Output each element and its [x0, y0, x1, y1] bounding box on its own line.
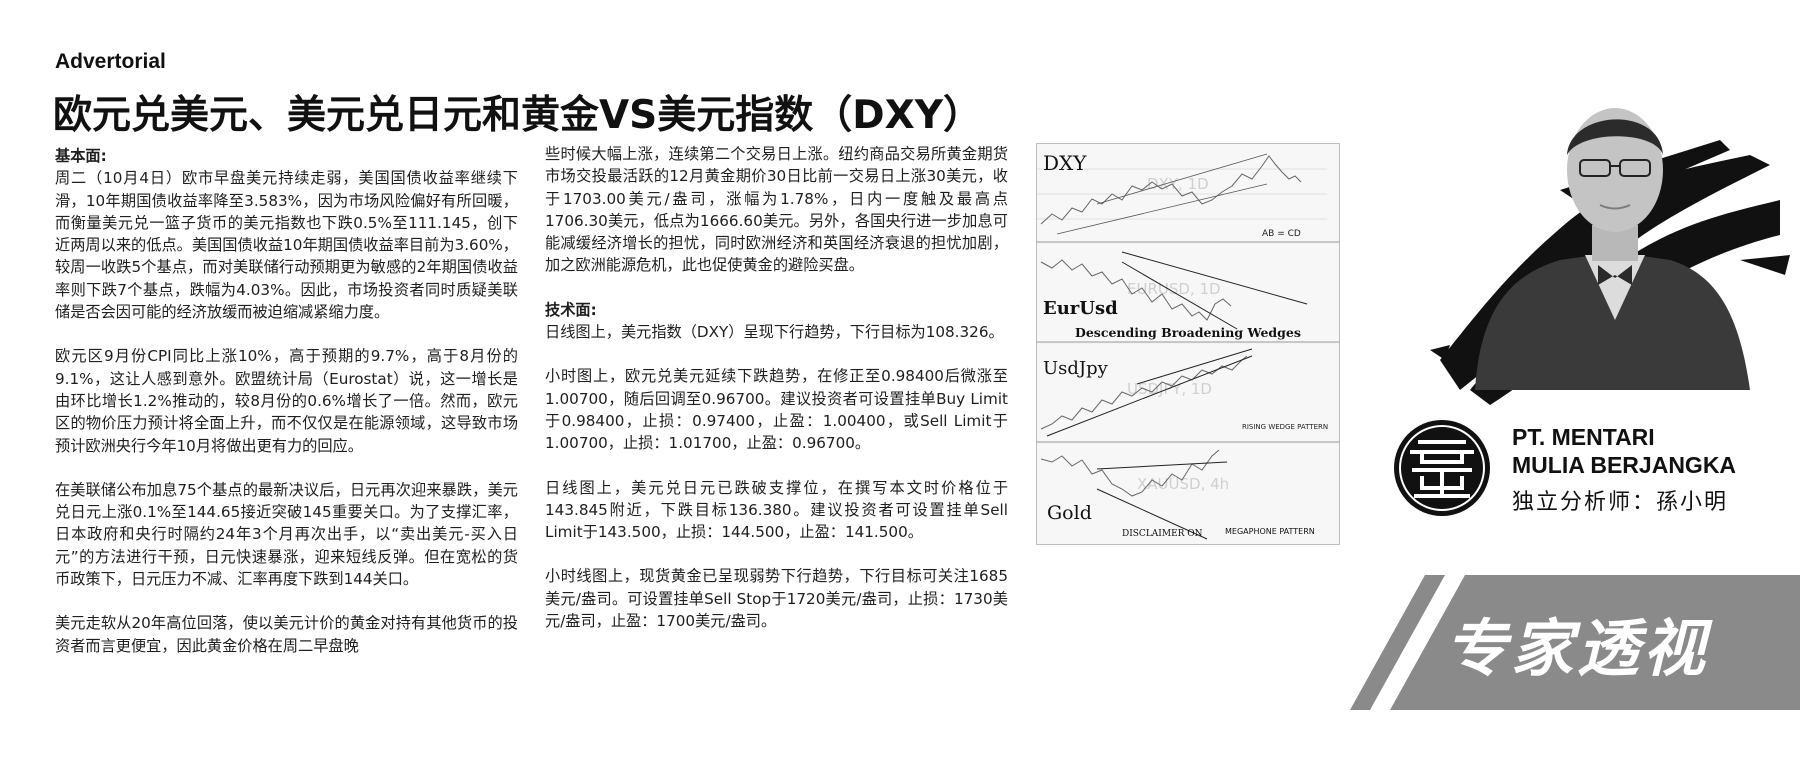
section-heading-fundamentals: 基本面:	[55, 147, 107, 165]
chart-note: AB = CD	[1262, 229, 1301, 239]
company-logo	[1392, 418, 1492, 518]
paragraph: 小时图上，欧元兑美元延续下跌趋势，在修正至0.98400后微涨至1.00700，…	[545, 367, 1008, 453]
shou-symbol-icon	[1394, 420, 1490, 516]
expert-banner-title: 专家透视	[1445, 612, 1710, 685]
paragraph: 欧元区9月份CPI同比上涨10%，高于预期的9.7%，高于8月份的9.1%，这让…	[55, 347, 518, 455]
analyst-byline: 独立分析师：孫小明	[1512, 490, 1729, 515]
advertorial-label: Advertorial	[55, 50, 166, 73]
paragraph: 些时候大幅上涨，连续第二个交易日上涨。纽约商品交易所黄金期货市场交投最活跃的12…	[545, 145, 1008, 275]
company-name-line1: PT. MENTARI	[1512, 424, 1655, 450]
chart-strip-graphic: DXY, 1D DXY AB = CD EURUSD, 1D EurUsd De…	[1037, 144, 1339, 544]
expert-banner-graphic	[1350, 575, 1800, 710]
page-title: 欧元兑美元、美元兑日元和黄金VS美元指数（DXY）	[53, 93, 982, 138]
chart-label-dxy: DXY	[1043, 151, 1087, 175]
chart-label-usdjpy: UsdJpy	[1043, 358, 1109, 379]
chart-label-gold: Gold	[1047, 502, 1092, 524]
chart-panel-gold: XAUUSD, 4h Gold DISCLAIMER ON MEGAPHONE …	[1037, 444, 1339, 544]
person-silhouette	[1475, 108, 1750, 390]
company-name: PT. MENTARI MULIA BERJANGKA	[1512, 423, 1736, 479]
chart-panel-eurusd: EURUSD, 1D EurUsd Descending Broadening …	[1037, 244, 1339, 343]
portrait-graphic	[1430, 108, 1790, 405]
paragraph: 小时线图上，现货黄金已呈现弱势下行趋势，下行目标可关注1685美元/盎司。可设置…	[545, 567, 1008, 631]
chart-note: MEGAPHONE PATTERN	[1225, 527, 1315, 536]
article-column-1: 基本面: 周二（10月4日）欧市早盘美元持续走弱，美国国债收益率继续下滑，10年…	[55, 145, 518, 679]
paragraph: 美元走软从20年高位回落，使以美元计价的黄金对持有其他货币的投资者而言更便宜，因…	[55, 614, 518, 655]
chart-watermark: XAUUSD, 4h	[1137, 475, 1229, 493]
paragraph: 在美联储公布加息75个基点的最新决议后，日元再次迎来暴跌，美元兑日元上涨0.1%…	[55, 480, 518, 589]
chart-panel-usdjpy: USDJPY, 1D UsdJpy RISING WEDGE PATTERN	[1037, 344, 1339, 443]
chart-disclaimer: DISCLAIMER ON	[1122, 529, 1203, 539]
chart-note: RISING WEDGE PATTERN	[1242, 423, 1328, 431]
section-heading-technical: 技术面:	[545, 300, 597, 319]
chart-note: Descending Broadening Wedges	[1075, 325, 1301, 340]
chart-watermark: EURUSD, 1D	[1127, 280, 1221, 298]
chart-panel-dxy: DXY, 1D DXY AB = CD	[1037, 144, 1339, 243]
chart-watermark: USDJPY, 1D	[1127, 380, 1212, 398]
analyst-portrait	[1420, 60, 1800, 420]
chart-label-eurusd: EurUsd	[1043, 298, 1118, 319]
paragraph: 日线图上，美元兑日元已跌破支撑位，在撰写本文时价格位于143.845附近，下跌目…	[545, 478, 1008, 542]
chart-strip: DXY, 1D DXY AB = CD EURUSD, 1D EurUsd De…	[1036, 143, 1340, 545]
paragraph: 周二（10月4日）欧市早盘美元持续走弱，美国国债收益率继续下滑，10年期国债收益…	[55, 169, 518, 322]
article-column-2: 些时候大幅上涨，连续第二个交易日上涨。纽约商品交易所黄金期货市场交投最活跃的12…	[545, 143, 1008, 654]
company-name-line2: MULIA BERJANGKA	[1512, 452, 1737, 478]
paragraph: 日线图上，美元指数（DXY）呈现下行趋势，下行目标为108.326。	[545, 323, 1004, 342]
